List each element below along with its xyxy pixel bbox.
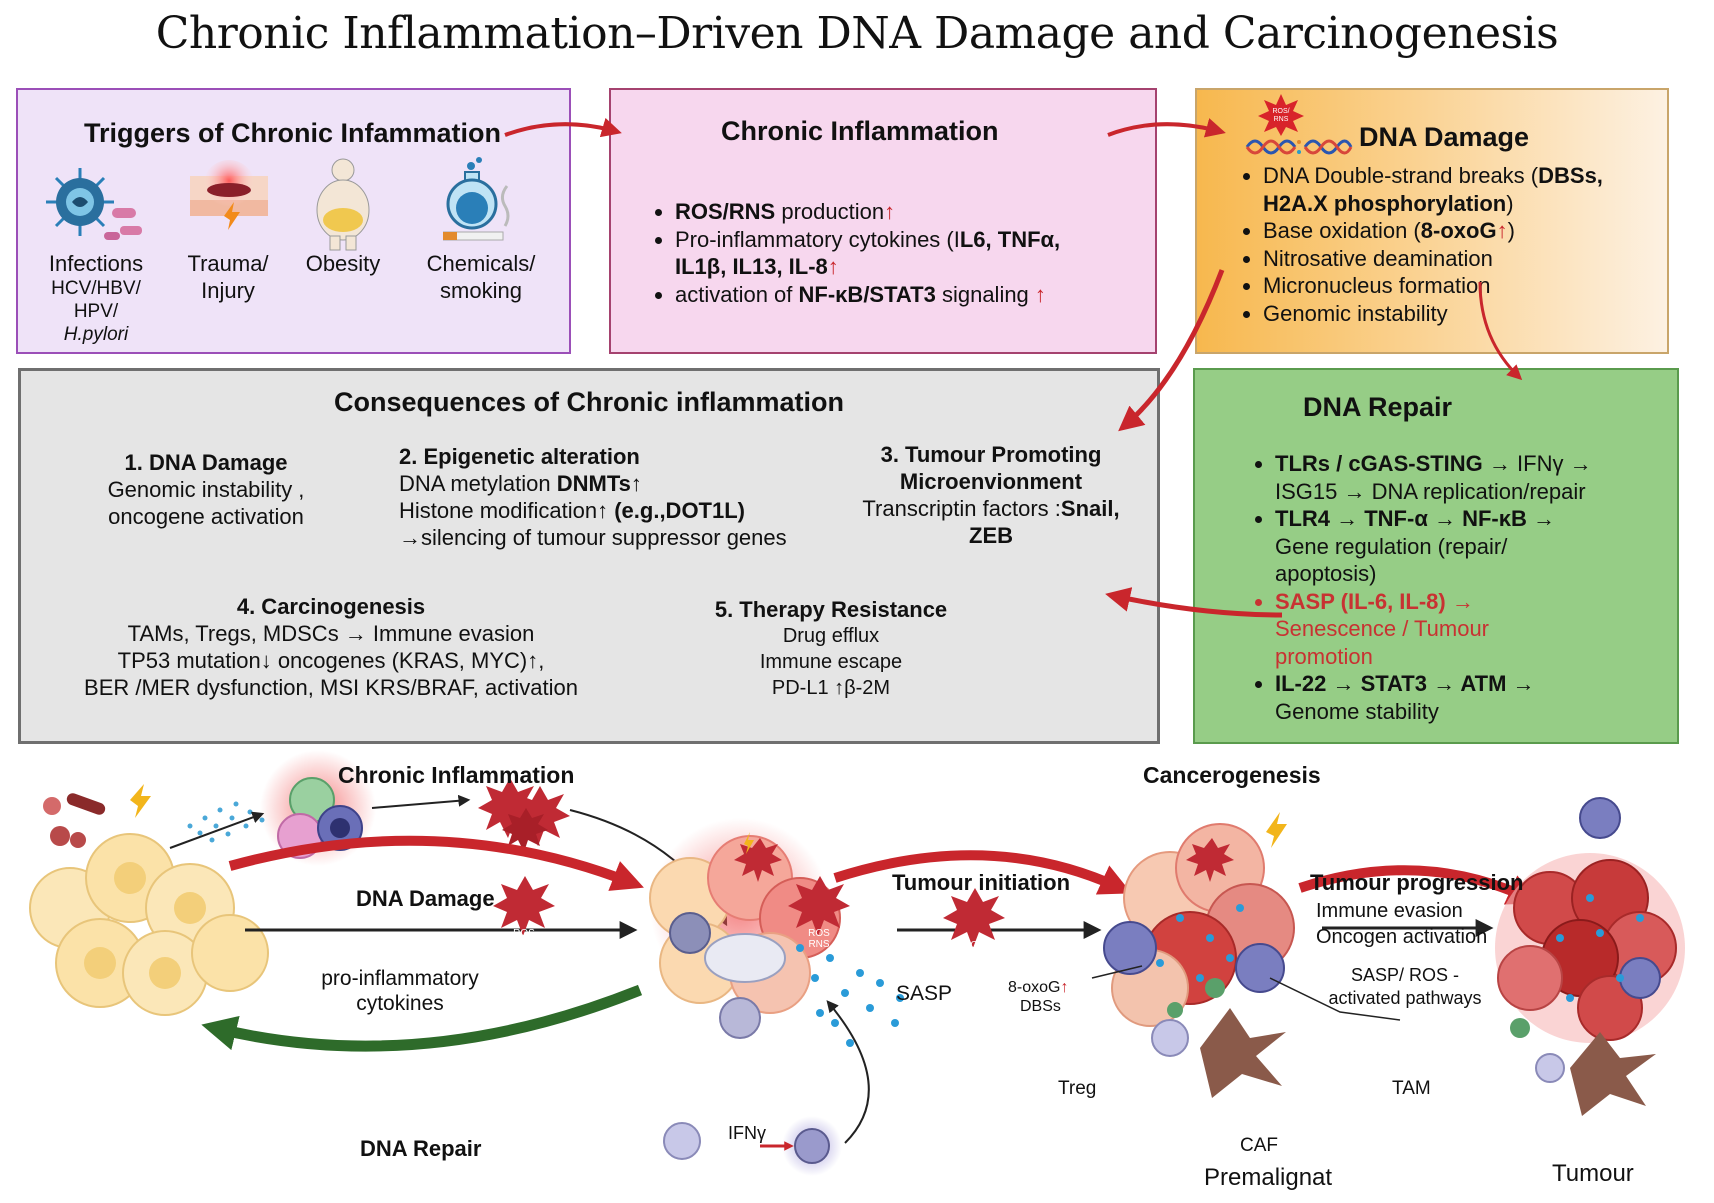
trigger-infections-label: Infections — [48, 251, 144, 276]
repair-bullet-tlr4: TLR4 → TNF-α → NF-κB →Gene regulation (r… — [1275, 505, 1695, 588]
bottom-label-chronic-inflammation: Chronic Inflammation — [338, 762, 575, 788]
arrow-repair-to-consequences — [1105, 587, 1283, 618]
bottom-label-dna-repair: DNA Repair — [360, 1136, 482, 1161]
trigger-infections-sub2: HPV/ — [73, 301, 119, 322]
repair-bullet-tlrs: TLRs / cGAS-STING → IFNγ →ISG15 → DNA re… — [1275, 450, 1695, 505]
bottom-label-tam: TAM — [1392, 1078, 1431, 1099]
arrow-red-damage — [228, 835, 644, 891]
consequence-carcinogenesis: 4. Carcinogenesis TAMs, Tregs, MDSCs → I… — [84, 594, 578, 700]
repair-bullet-sasp: SASP (IL-6, IL-8) →Senescence / Tumourpr… — [1275, 588, 1695, 671]
bottom-label-tumour-initiation: Tumour initiation — [892, 870, 1071, 895]
dna-bullet-dsb: DNA Double-strand breaks (DBSs,H2A.X pho… — [1263, 162, 1693, 217]
bottom-label-sasp-ros-pathways: SASP/ ROS - activated pathways — [1328, 965, 1482, 1008]
healthy-cell-cluster — [29, 833, 269, 1016]
arrow-red-initiation — [833, 850, 1132, 895]
dna-damage-box: ROS/ RNS DNA Damage DNA Double-strand br… — [1195, 88, 1669, 354]
cytokine-dots-tumour — [1556, 894, 1644, 1002]
dna-repair-bullets: TLRs / cGAS-STING → IFNγ →ISG15 → DNA re… — [1247, 450, 1695, 725]
arrow-triggers-to-chronic — [504, 117, 622, 138]
trigger-chemicals-label: Chemicals/ — [426, 251, 536, 276]
ros-cluster-top — [478, 778, 570, 852]
arrow-dna-to-consequences — [1118, 269, 1225, 432]
triggers-heading: Triggers of Chronic Infammation — [84, 118, 502, 148]
arrow-red-progression — [1298, 865, 1540, 905]
chemical-flask-cigarette-icon — [443, 157, 510, 241]
ros-badge-sasp — [943, 888, 1005, 948]
repair-bullet-il22: IL-22 → STAT3 → ATM →Genome stability — [1275, 670, 1695, 725]
dna-strand-icon — [1245, 139, 1353, 155]
trigger-infections-sub1: HCV/HBV/ — [51, 278, 141, 299]
chronic-bullet-cytokines: Pro-inflammatory cytokines (IL6, TNFα,IL… — [675, 226, 1175, 281]
bottom-label-caf: CAF — [1240, 1135, 1278, 1156]
ros-rns-burst-icon: ROS/ RNS — [1258, 94, 1304, 136]
dna-bullet-micronucleus: Micronucleus formation — [1263, 272, 1693, 300]
bottom-label-sasp: SASP — [896, 982, 953, 1005]
dna-bullet-genomic: Genomic instability — [1263, 300, 1693, 328]
chronic-bullet-ros: ROS/RNS production↑ — [675, 198, 1175, 226]
bottom-label-pro-inflammatory: pro-inflammatory cytokines — [321, 967, 479, 1015]
bottom-illustration — [29, 750, 1685, 1176]
dna-repair-heading: DNA Repair — [1303, 392, 1453, 422]
arrow-green-repair — [201, 984, 643, 1052]
bottom-label-dna-damage: DNA Damage — [356, 886, 495, 911]
chronic-bullet-nfkb: activation of NF-κB/STAT3 signaling ↑ — [675, 281, 1175, 309]
trigger-trauma-sub1: Injury — [201, 278, 255, 303]
bottom-label-ifn-gamma: IFNγ — [728, 1123, 766, 1143]
trigger-obesity-label: Obesity — [305, 251, 381, 276]
cytokine-dots-center — [796, 944, 904, 1047]
trigger-chemicals-sub1: smoking — [440, 278, 522, 303]
bottom-label-oxog-dbss: 8-oxoG↑ DBSs — [1008, 979, 1069, 1015]
trigger-infections-sub3: H.pylori — [63, 324, 129, 345]
bottom-label-premalignant: Premalignat — [1204, 1164, 1333, 1191]
injury-icon — [190, 160, 268, 230]
immune-cells-group — [260, 750, 376, 866]
obesity-person-icon — [316, 158, 370, 251]
consequence-dna-damage: 1. DNA Damage Genomic instability , onco… — [107, 450, 305, 529]
dna-bullet-oxidation: Base oxidation (8-oxoG↑) — [1263, 217, 1693, 245]
triggers-box: Triggers of Chronic Infammation — [16, 88, 571, 354]
premalignant-cluster — [1103, 812, 1295, 1098]
chronic-heading: Chronic Inflammation — [721, 116, 999, 146]
consequences-box: Consequences of Chronic inflammation 1. … — [18, 368, 1160, 744]
virus-bacteria-icon — [46, 168, 142, 240]
bottom-label-progression-details: Immune evasion Oncogen activation — [1316, 900, 1488, 948]
treg-pointer — [1091, 965, 1143, 979]
consequence-therapy-resistance: 5. Therapy Resistance Drug efflux Immune… — [714, 597, 948, 699]
bottom-label-cancerogenesis: Cancerogenesis — [1143, 762, 1321, 788]
inflamed-tissue-cluster — [649, 818, 850, 1039]
trigger-trauma-label: Trauma/ — [187, 251, 269, 276]
tam-pointer — [1269, 977, 1401, 1021]
page-title: Chronic Inflammation–Driven DNA Damage a… — [155, 8, 1559, 59]
ros-badge-middle — [493, 876, 555, 936]
consequence-epigenetic: 2. Epigenetic alteration DNA metylation … — [399, 444, 787, 550]
ifn-gamma-cells — [663, 1116, 842, 1176]
chronic-bullets: ROS/RNS production↑ Pro-inflammatory cyt… — [647, 198, 1175, 308]
chronic-inflammation-box: Chronic Inflammation ROS/RNS production↑… — [609, 88, 1157, 354]
bottom-label-tumour-progression: Tumour progression — [1310, 870, 1524, 895]
dna-damage-heading: DNA Damage — [1359, 122, 1530, 152]
consequences-heading: Consequences of Chronic inflammation — [333, 387, 845, 417]
cytokine-dots-premalignant — [1156, 904, 1244, 982]
svg-text:RNS: RNS — [1274, 116, 1289, 123]
dna-repair-box: DNA Repair TLRs / cGAS-STING → IFNγ →ISG… — [1193, 368, 1679, 744]
arrow-chronic-to-dna — [1107, 118, 1226, 138]
bottom-label-tumour: Tumour — [1552, 1160, 1634, 1187]
pathogen-icons — [43, 784, 151, 848]
consequence-microenvironment: 3. Tumour Promoting Microenvionment Tran… — [862, 442, 1120, 548]
tumour-cluster — [1495, 797, 1685, 1116]
bottom-label-treg: Treg — [1058, 1078, 1097, 1099]
dna-bullet-nitrosative: Nitrosative deamination — [1263, 245, 1693, 273]
box-flow-arrows — [504, 117, 1523, 618]
svg-text:ROS/: ROS/ — [1272, 108, 1289, 115]
arrow-dna-to-repair — [1478, 281, 1523, 381]
dna-damage-bullets: DNA Double-strand breaks (DBSs,H2A.X pho… — [1235, 162, 1693, 327]
